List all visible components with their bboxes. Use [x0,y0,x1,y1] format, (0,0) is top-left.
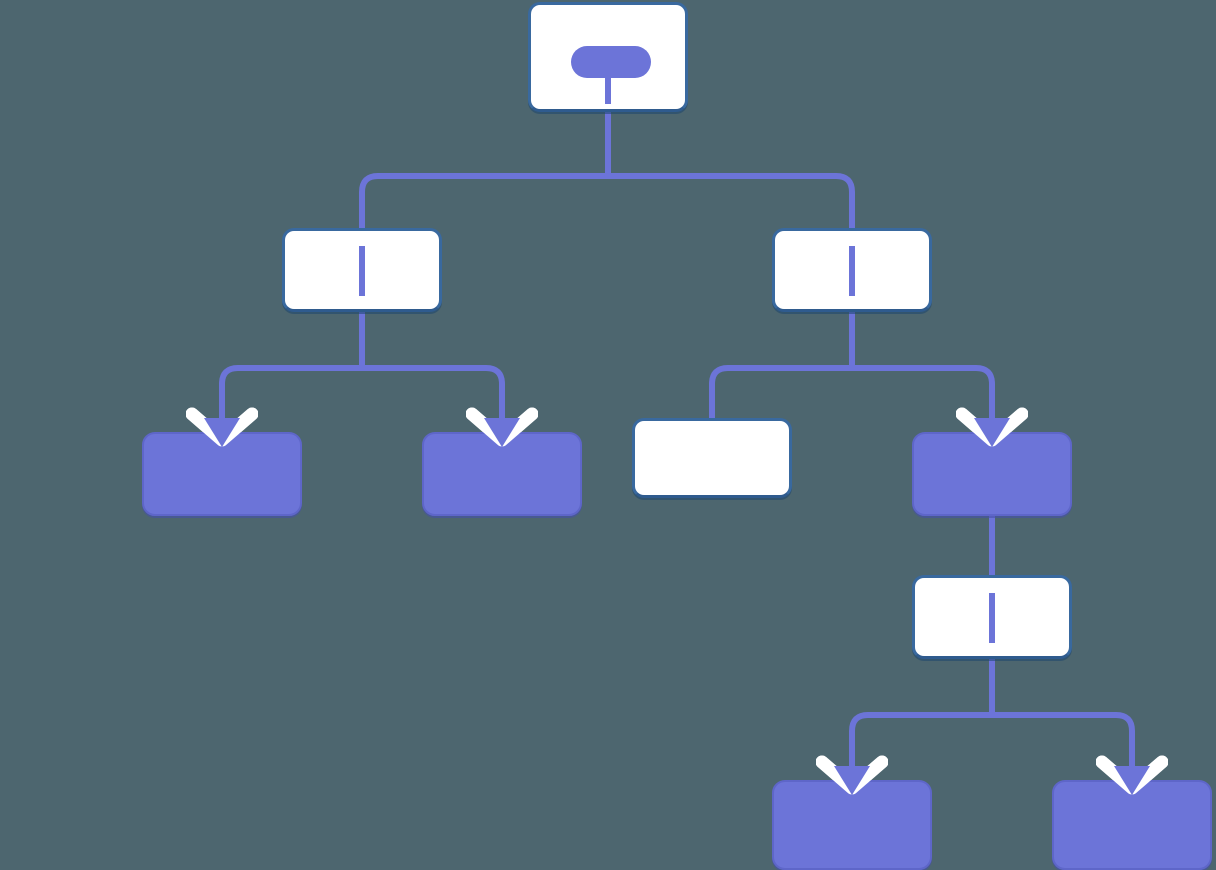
edge-l1-right-to-l2c [709,365,852,418]
node-l1-left[interactable] [282,228,442,312]
node-l1-right[interactable] [772,228,932,312]
edge-l1-right-to-l2d [852,365,995,420]
node-l4-a[interactable] [772,780,932,870]
node-l4-b[interactable] [1052,780,1212,870]
node-l2-a[interactable] [142,432,302,516]
node-l2-d[interactable] [912,432,1072,516]
pill-shape [571,46,651,78]
edge-root-to-l1-right [608,173,855,230]
edge-l1-left-to-l2a [219,365,362,420]
node-l2-b[interactable] [422,432,582,516]
edge-root-to-l1-left [359,173,608,230]
node-l2-c[interactable] [632,418,792,498]
edge-l3-to-l4a [849,712,992,768]
edge-l1-left-to-l2b [362,365,505,420]
node-root[interactable] [528,2,688,112]
edge-l3-to-l4b [992,712,1135,768]
node-l3[interactable] [912,575,1072,659]
